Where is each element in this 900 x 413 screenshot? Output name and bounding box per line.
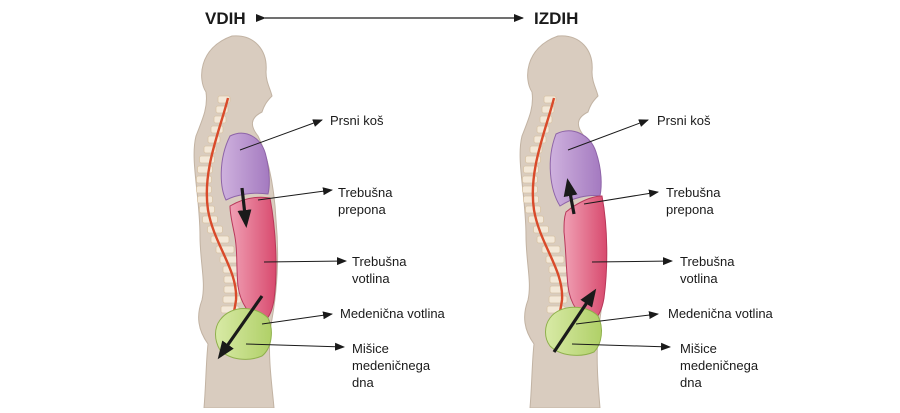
label-pelvic-floor: Mišice medeničnega dna — [352, 340, 430, 391]
title-inhale: VDIH — [205, 9, 246, 28]
label-line: votlina — [680, 271, 718, 286]
label-line: Trebušna — [666, 185, 721, 200]
label-abdomen: Trebušna votlina — [680, 253, 734, 287]
figure-exhale — [519, 35, 673, 409]
pelvic-cavity — [545, 306, 602, 356]
label-line: medeničnega — [352, 358, 431, 373]
label-line: dna — [680, 375, 702, 390]
vertebra — [548, 295, 568, 304]
leader-line — [263, 257, 347, 266]
label-line: Trebušna — [338, 185, 393, 200]
leader-line — [257, 187, 333, 201]
label-line: Trebušna — [352, 254, 407, 269]
chest-cavity — [549, 130, 602, 207]
vertebra — [549, 285, 569, 294]
leader-line — [567, 119, 649, 151]
label-line: dna — [352, 375, 374, 390]
vertebra — [210, 235, 230, 244]
vertebra — [222, 295, 242, 304]
leader-line — [239, 119, 323, 151]
label-abdomen: Trebušna votlina — [352, 253, 406, 287]
vertebra — [536, 235, 556, 244]
vertebra — [541, 245, 561, 254]
leader-line — [583, 189, 659, 205]
vertebra — [215, 245, 235, 254]
label-line: votlina — [352, 271, 390, 286]
vertebra — [219, 255, 239, 264]
chest-cavity — [220, 132, 270, 201]
movement-arrow-icon — [217, 295, 264, 360]
label-line: prepona — [666, 202, 714, 217]
title-exhale: IZDIH — [534, 9, 579, 28]
label-chest: Prsni koš — [657, 113, 711, 128]
label-diaphragm: Trebušna prepona — [338, 184, 392, 218]
leader-line — [245, 342, 345, 351]
vertebra — [196, 185, 212, 194]
leader-line — [591, 257, 673, 266]
movement-arrow-icon — [237, 187, 252, 228]
vertebra — [196, 175, 212, 184]
leader-line — [575, 311, 659, 325]
vertebra — [523, 195, 539, 204]
vertebra — [545, 255, 565, 264]
leader-line — [261, 311, 333, 325]
vertebra — [522, 185, 538, 194]
label-pelvic-floor: Mišice medeničnega dna — [680, 340, 758, 391]
vertebra — [197, 195, 213, 204]
figure-inhale — [193, 35, 347, 409]
label-line: Mišice — [680, 341, 717, 356]
label-diaphragm: Trebušna prepona — [666, 184, 720, 218]
label-chest: Prsni koš — [330, 113, 384, 128]
label-pelvis: Medenična votlina — [668, 306, 773, 321]
label-line: Mišice — [352, 341, 389, 356]
leader-line — [571, 342, 671, 351]
movement-arrow-icon — [563, 178, 578, 215]
label-pelvis: Medenična votlina — [340, 306, 445, 321]
label-line: prepona — [338, 202, 386, 217]
vertebra — [522, 175, 538, 184]
label-line: Trebušna — [680, 254, 735, 269]
movement-arrow-icon — [552, 288, 597, 353]
label-line: medeničnega — [680, 358, 759, 373]
